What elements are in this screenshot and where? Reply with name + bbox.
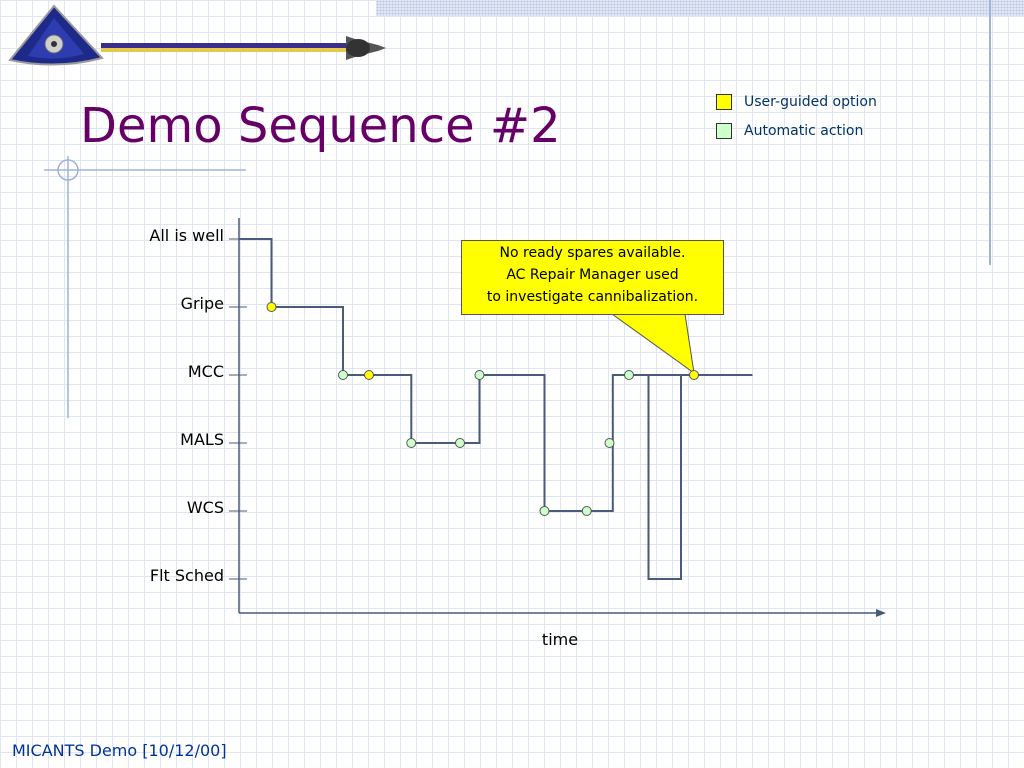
marker-automatic — [604, 438, 615, 448]
x-axis-arrow-icon — [876, 609, 886, 617]
legend: User-guided option Automatic action — [716, 92, 877, 150]
logo-nib-cap — [346, 39, 370, 57]
logo-icon — [8, 4, 386, 66]
crosshair-icon — [44, 156, 246, 418]
y-tick-label: WCS — [187, 498, 224, 517]
x-axis-label: time — [542, 630, 578, 649]
logo-bar-blue — [101, 43, 356, 48]
legend-swatch-user-guided — [716, 94, 732, 110]
legend-item-automatic: Automatic action — [716, 121, 877, 141]
right-rule — [989, 0, 991, 265]
logo-bar-yellow — [101, 48, 356, 52]
legend-item-user-guided: User-guided option — [716, 92, 877, 112]
y-tick-label: MALS — [180, 430, 224, 449]
callout-line-1: No ready spares available. — [499, 245, 686, 261]
marker-automatic — [455, 438, 465, 448]
callout-box: No ready spares available. AC Repair Man… — [461, 240, 724, 315]
series-line — [239, 238, 753, 580]
marker-user-guided — [266, 302, 277, 312]
logo-pupil — [51, 41, 57, 47]
header-band — [376, 0, 1024, 16]
legend-label-user-guided: User-guided option — [744, 94, 877, 110]
marker-automatic — [474, 370, 485, 380]
legend-label-automatic: Automatic action — [744, 123, 864, 139]
callout-line-3: to investigate cannibalization. — [486, 289, 699, 305]
marker-automatic — [406, 438, 417, 448]
y-tick-label: Flt Sched — [150, 566, 224, 585]
legend-swatch-automatic — [716, 123, 732, 139]
y-tick-label: Gripe — [181, 294, 224, 313]
marker-user-guided — [364, 370, 374, 380]
footer-text: MICANTS Demo [10/12/00] — [12, 741, 227, 760]
marker-automatic — [581, 506, 592, 516]
page-title: Demo Sequence #2 — [80, 98, 561, 154]
marker-automatic — [338, 370, 348, 380]
marker-user-guided — [689, 370, 699, 380]
marker-automatic — [624, 370, 634, 380]
y-tick-label: All is well — [149, 226, 224, 245]
callout-line-2: AC Repair Manager used — [506, 267, 679, 283]
y-tick-label: MCC — [188, 362, 224, 381]
callout-pointer — [610, 313, 695, 375]
marker-automatic — [539, 506, 550, 516]
